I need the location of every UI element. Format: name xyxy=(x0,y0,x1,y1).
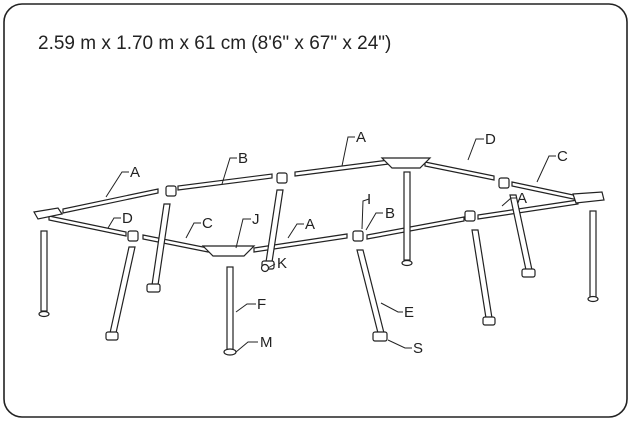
rail-c-front-left xyxy=(142,234,209,253)
leg-front-mid-left-f xyxy=(226,266,234,351)
label-a-3: A xyxy=(305,216,315,233)
foot-clip-front-right xyxy=(482,316,496,326)
pin-k xyxy=(260,263,270,273)
rail-b-back xyxy=(177,173,273,191)
leg-front-right xyxy=(471,229,493,319)
pool-dimensions-title: 2.59 m x 1.70 m x 61 cm (8'6" x 67" x 24… xyxy=(38,33,392,54)
label-k: K xyxy=(277,255,287,272)
label-s: S xyxy=(413,340,423,357)
joint-back-2 xyxy=(276,172,288,184)
rail-d-back-right xyxy=(424,161,495,181)
joint-front-1 xyxy=(127,230,139,242)
label-m: M xyxy=(260,334,273,351)
rail-d-front-left xyxy=(48,215,127,237)
corner-connector-left xyxy=(33,207,63,220)
label-j: J xyxy=(252,211,260,228)
leg-left-corner xyxy=(40,230,48,312)
foot-clip-front-left xyxy=(105,331,119,341)
foot-clip-back-right xyxy=(521,268,536,278)
rail-a-front-center xyxy=(253,233,348,253)
rail-a-back-center xyxy=(294,159,390,177)
leg-right-corner xyxy=(589,210,597,298)
label-d-2: D xyxy=(122,210,133,227)
label-e: E xyxy=(404,304,414,321)
rail-a-front-right xyxy=(477,199,579,220)
label-a-2: A xyxy=(356,129,366,146)
foot-clip-s xyxy=(372,331,388,342)
foot-clip-back-left xyxy=(146,283,161,293)
leader-lines xyxy=(105,136,556,353)
foot-plate-right xyxy=(587,295,599,303)
part-labels: A B A D C D C J A K I B A F E M S xyxy=(122,129,568,357)
joint-back-1 xyxy=(165,185,177,197)
label-i: I xyxy=(367,191,371,208)
t-connector-back xyxy=(380,157,432,169)
label-c-1: C xyxy=(557,148,568,165)
leg-back-left xyxy=(151,203,171,286)
joint-front-i xyxy=(352,230,364,242)
joint-back-3 xyxy=(498,177,510,189)
label-d-1: D xyxy=(485,131,496,148)
label-a-1: A xyxy=(130,164,140,181)
label-b-1: B xyxy=(238,150,248,167)
t-connector-front-j xyxy=(201,245,256,257)
label-f: F xyxy=(257,296,266,313)
rail-a-back-left xyxy=(62,188,159,214)
label-b-2: B xyxy=(385,205,395,222)
leg-back-mid-left xyxy=(265,189,284,263)
foot-plate-m xyxy=(223,348,237,356)
label-a-4: A xyxy=(517,190,527,207)
foot-plate-back-center xyxy=(401,259,413,267)
corner-connector-right xyxy=(572,191,605,204)
rail-b-front xyxy=(366,216,465,240)
feet xyxy=(38,259,599,356)
label-c-2: C xyxy=(202,215,213,232)
leg-front-left xyxy=(109,246,136,334)
joint-front-3 xyxy=(464,210,476,222)
leg-front-mid-right-e xyxy=(356,249,385,334)
leg-back-center xyxy=(403,171,411,261)
foot-plate-left xyxy=(38,310,50,318)
connectors xyxy=(33,157,605,273)
diagram-border xyxy=(3,3,628,418)
